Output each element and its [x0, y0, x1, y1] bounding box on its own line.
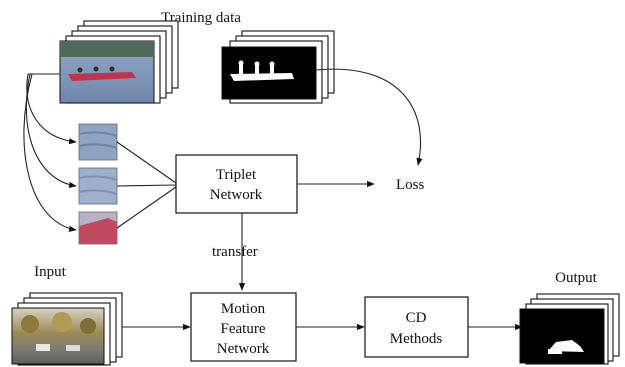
- training-data-label: Training data: [161, 10, 241, 26]
- mask-frame-image: [221, 46, 317, 100]
- training-frames-stack: [59, 20, 179, 104]
- output-frame-image: [519, 308, 605, 364]
- cd-methods-label-line-2: Methods: [390, 331, 443, 347]
- input-label: Input: [34, 264, 66, 280]
- input-frame-image: [11, 307, 105, 365]
- transfer-label: transfer: [212, 244, 258, 260]
- mask-frames-stack: [221, 30, 335, 104]
- cd-methods-label-line-1: CD: [406, 310, 427, 326]
- cd-methods-node: CD Methods: [364, 296, 469, 358]
- edge-frame-to-patch-2: [25, 73, 77, 189]
- triplet-network-label-line-2: Network: [210, 187, 263, 203]
- motion-feature-network-label-line-2: Feature: [221, 321, 266, 337]
- output-frames-stack: [519, 293, 620, 365]
- edge-frame-to-patch-3: [23, 73, 77, 232]
- edge-frame-to-patch-1: [26, 73, 77, 145]
- edge-patch-2-to-triplet: [116, 184, 177, 187]
- triplet-network-node: Triplet Network: [175, 154, 298, 214]
- motion-feature-network-node: Motion Feature Network: [190, 292, 297, 362]
- motion-feature-network-label-line-1: Motion: [221, 301, 266, 317]
- triplet-network-label-line-1: Triplet: [216, 167, 257, 183]
- patch-2: [78, 167, 118, 205]
- patch-1: [78, 123, 118, 161]
- input-frames-stack: [11, 292, 123, 366]
- output-label: Output: [555, 270, 598, 286]
- training-frame-image: [59, 40, 155, 104]
- edge-patch-1-to-triplet: [116, 141, 177, 184]
- edge-patch-3-to-triplet: [116, 186, 177, 229]
- edge-mask-to-loss: [315, 68, 423, 166]
- loss-label: Loss: [396, 177, 425, 193]
- motion-feature-network-label-line-3: Network: [217, 341, 270, 357]
- patch-3: [78, 211, 118, 245]
